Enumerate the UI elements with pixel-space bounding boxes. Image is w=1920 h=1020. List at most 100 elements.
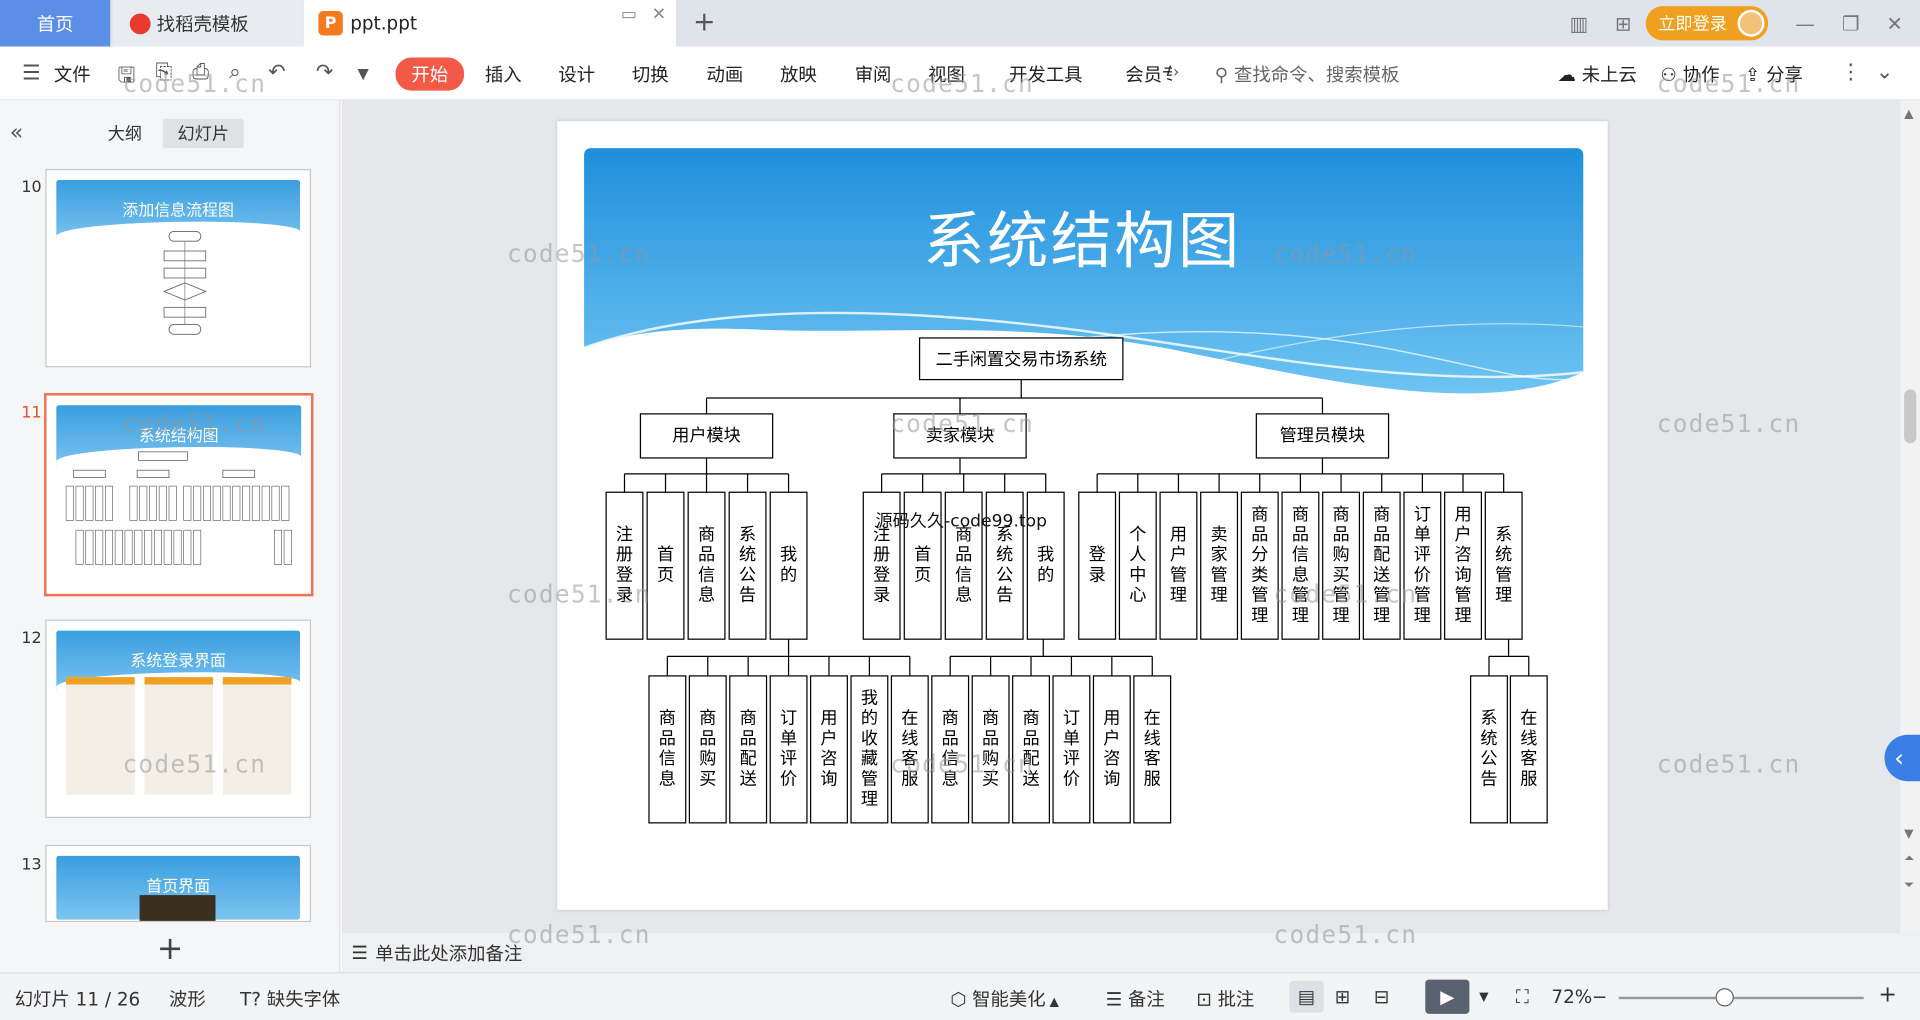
tab-outline[interactable]: 大纲 — [107, 124, 143, 145]
tab-review[interactable]: 审阅 — [854, 63, 892, 86]
maximize-icon[interactable]: ❐ — [1841, 11, 1860, 35]
tab-view[interactable]: 视图 — [928, 63, 965, 86]
submodule-node-label: 系统公告 — [996, 525, 1013, 606]
slide-title[interactable]: 系统结构图 — [923, 205, 1242, 277]
tab-slides[interactable]: 幻灯片 — [162, 118, 244, 149]
side-panel-toggle-icon[interactable]: ‹ — [1884, 734, 1920, 782]
beautify-button[interactable]: ⬡ 智能美化 ▲ — [950, 986, 1059, 1012]
more-icon[interactable]: ⋮ — [1840, 60, 1862, 85]
scroll-up-icon[interactable]: ▲ — [1904, 107, 1914, 122]
layout-icon[interactable]: ▥ — [1569, 11, 1588, 35]
missing-font[interactable]: T? 缺失字体 — [240, 986, 340, 1012]
close-tab-icon[interactable]: ✕ — [651, 4, 667, 25]
slide-thumb-13[interactable]: 首页界面 — [45, 844, 312, 923]
notes-toggle[interactable]: ☰ 备注 — [1106, 986, 1165, 1012]
share-button[interactable]: ⇪ 分享 — [1745, 61, 1803, 87]
leaf-node-label: 在线客服 — [901, 709, 918, 790]
collapse-ribbon-icon[interactable]: ⌄ — [1875, 60, 1894, 85]
reading-view-icon[interactable]: ⊟ — [1373, 985, 1390, 1008]
normal-view-icon[interactable]: ▤ — [1289, 980, 1324, 1013]
tab-daoke[interactable]: 找稻壳模板 — [112, 0, 303, 47]
window-icon[interactable]: ▭ — [620, 4, 638, 25]
leaf-node-label: 商品购买 — [699, 709, 716, 790]
zoom-level[interactable]: 72% — [1551, 985, 1593, 1008]
cloud-icon: ☁ — [1557, 63, 1582, 86]
tab-design[interactable]: 设计 — [558, 63, 596, 86]
prev-page-icon[interactable]: ⏶ — [1904, 852, 1914, 866]
menu-icon[interactable]: ☰ — [22, 61, 41, 86]
submodule-node — [1200, 491, 1239, 640]
vertical-scrollbar[interactable]: ▲ ▼ ⏶ ⏷ — [1900, 100, 1920, 934]
tab-insert[interactable]: 插入 — [484, 63, 522, 86]
leaf-node-label: 商品配送 — [740, 709, 757, 790]
command-search[interactable]: ⚲ 查找命令、搜索模板 — [1215, 61, 1400, 87]
fit-window-icon[interactable]: ⛶ — [1515, 985, 1529, 1008]
close-window-icon[interactable]: ✕ — [1886, 11, 1903, 35]
login-button[interactable]: 立即登录 — [1646, 6, 1769, 41]
submodule-node — [1484, 491, 1523, 640]
undo-icon[interactable]: ↶ — [268, 60, 286, 85]
ribbon: ☰ 文件 🖫 ⎘ ⎙ ⌕ ↶ ↷ ▼ 开始 插入 设计 切换 动画 放映 审阅 … — [0, 46, 1920, 101]
tab-member[interactable]: 会员专 — [1125, 63, 1172, 86]
collab-button[interactable]: ⚇ 协作 — [1660, 61, 1719, 87]
slide-thumb-11[interactable]: 系统结构图 — [44, 393, 314, 597]
flowchart-thumb — [162, 231, 207, 335]
apps-grid-icon[interactable]: ⊞ — [1614, 11, 1632, 35]
tab-slideshow[interactable]: 放映 — [780, 63, 817, 86]
save-icon[interactable]: 🖫 — [117, 63, 136, 89]
tab-start[interactable]: 开始 — [395, 57, 465, 91]
print-icon[interactable]: ⎙ — [192, 60, 209, 85]
submodule-node — [1403, 491, 1442, 640]
submodule-node — [1322, 491, 1361, 640]
play-slideshow-icon[interactable]: ▶ — [1425, 979, 1470, 1014]
next-page-icon[interactable]: ⏷ — [1904, 879, 1914, 893]
notes-area[interactable]: ☰单击此处添加备注 — [341, 933, 1920, 973]
slide-thumb-12[interactable]: 系统登录界面 — [45, 619, 312, 818]
play-options-chevron-icon[interactable]: ▼ — [1479, 990, 1489, 1005]
more-tabs-chevron-icon[interactable]: › — [1173, 63, 1180, 83]
search-placeholder: 查找命令、搜索模板 — [1233, 63, 1400, 86]
beautify-icon: ⬡ — [950, 988, 973, 1011]
root-node-label: 二手闲置交易市场系统 — [936, 350, 1107, 370]
thumb-title: 添加信息流程图 — [122, 202, 234, 221]
new-tab-icon[interactable]: + — [693, 7, 716, 38]
submodule-node — [769, 491, 808, 640]
preview-icon[interactable]: ⌕ — [228, 60, 241, 85]
avatar — [1737, 9, 1765, 37]
scroll-down-icon[interactable]: ▼ — [1904, 827, 1914, 842]
collapse-panel-icon[interactable]: « — [9, 120, 24, 146]
submodule-node-label: 我的 — [1037, 545, 1054, 585]
tab-developer[interactable]: 开发工具 — [1008, 63, 1083, 86]
cloud-status[interactable]: ☁ 未上云 — [1558, 61, 1637, 87]
comments-toggle[interactable]: ⊡ 批注 — [1196, 986, 1254, 1012]
redo-icon[interactable]: ↷ — [315, 60, 334, 85]
tab-animation[interactable]: 动画 — [706, 63, 744, 86]
scroll-thumb[interactable] — [1904, 389, 1917, 444]
export-icon[interactable]: ⎘ — [155, 60, 173, 85]
submodule-node — [1240, 491, 1279, 640]
leaf-node — [1470, 675, 1508, 824]
leaf-node-label: 订单评价 — [780, 709, 797, 790]
leaf-node — [1092, 675, 1131, 824]
zoom-slider[interactable] — [1618, 996, 1864, 1000]
slide-number: 10 — [21, 178, 42, 198]
module-node-label: 管理员模块 — [1280, 426, 1366, 446]
quick-access-dropdown-icon[interactable]: ▼ — [357, 64, 369, 83]
slide-header-banner — [584, 148, 1584, 394]
module-node — [639, 413, 774, 459]
zoom-out-icon[interactable]: − — [1591, 985, 1608, 1008]
theme-name[interactable]: 波形 — [168, 988, 206, 1011]
file-menu[interactable]: 文件 — [53, 63, 91, 86]
daoke-logo-icon — [129, 12, 151, 34]
zoom-slider-handle[interactable] — [1715, 988, 1734, 1007]
minimize-icon[interactable]: — — [1795, 11, 1816, 35]
tab-home[interactable]: 首页 — [0, 0, 111, 47]
slide-thumb-10[interactable]: 添加信息流程图 — [45, 168, 312, 368]
slide-11[interactable]: 二手闲置交易市场系统用户模块卖家模块管理员模块注册登录首页商品信息系统公告我的注… — [557, 121, 1608, 910]
zoom-in-icon[interactable]: + — [1878, 982, 1897, 1008]
tab-transition[interactable]: 切换 — [631, 63, 669, 86]
add-slide-icon[interactable]: + — [156, 930, 184, 968]
leaf-node — [1509, 675, 1548, 824]
sorter-view-icon[interactable]: ⊞ — [1334, 985, 1351, 1008]
